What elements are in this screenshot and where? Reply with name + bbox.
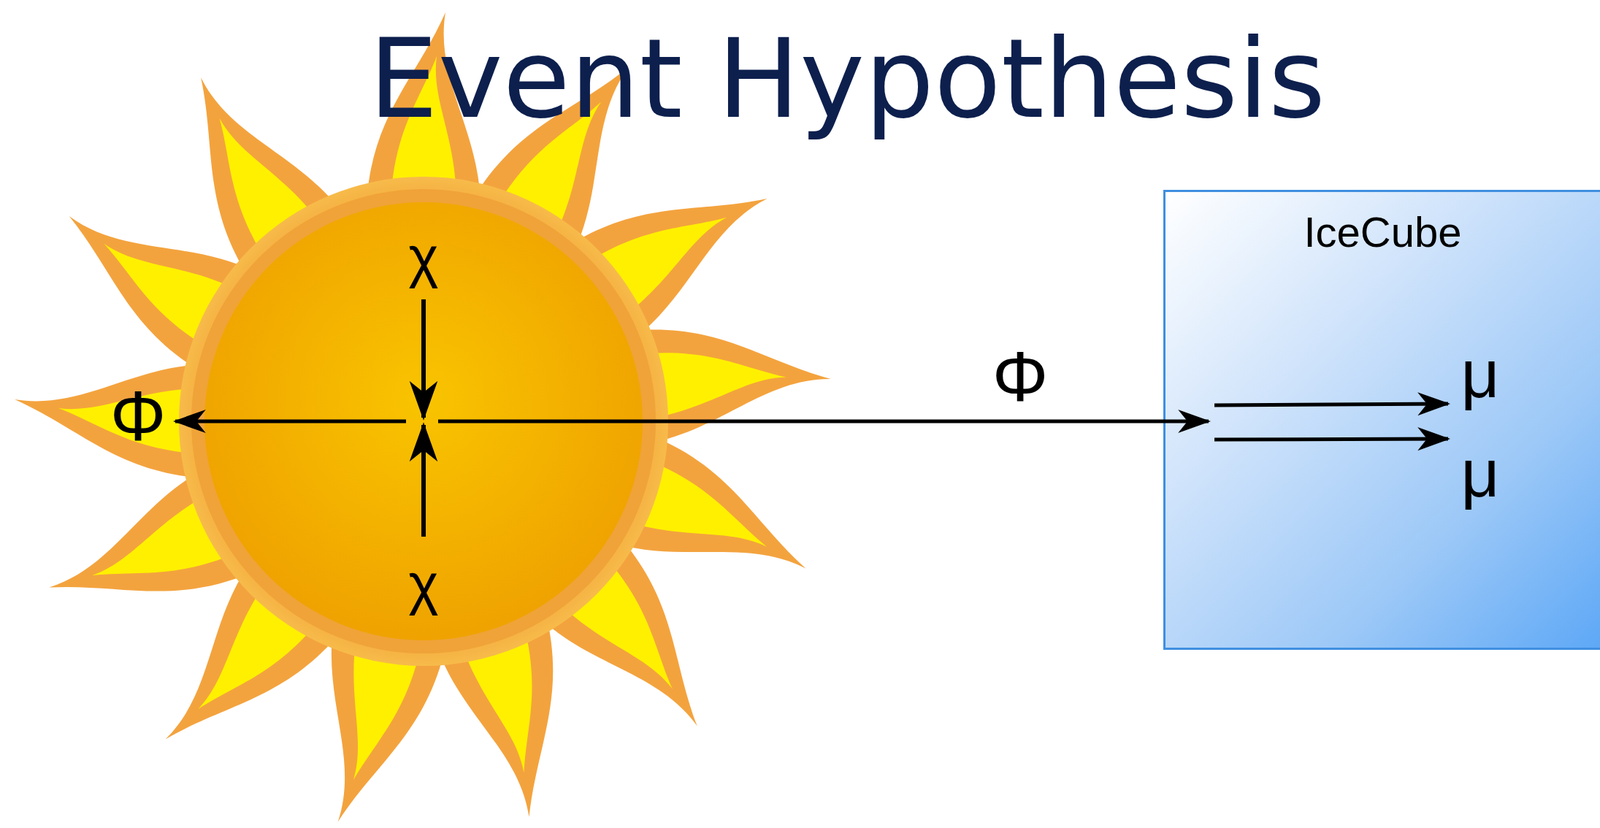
phi-arrow: [438, 419, 1209, 424]
particle-label: χ: [408, 555, 439, 613]
phi-arrow: [175, 419, 407, 424]
detector-label: IceCube: [1165, 192, 1600, 254]
particle-label: χ: [408, 228, 439, 286]
diagram-title: Event Hypothesis: [368, 24, 1326, 134]
detector-box: IceCube: [1163, 189, 1600, 650]
chi-arrow: [421, 425, 426, 537]
muon-arrow: [1214, 403, 1449, 406]
muon-arrow: [1214, 438, 1449, 440]
particle-label: Φ: [110, 381, 167, 452]
particle-label: Φ: [992, 341, 1049, 412]
particle-label: μ: [1460, 340, 1500, 408]
particle-label: μ: [1460, 439, 1500, 507]
chi-arrow: [421, 299, 426, 418]
